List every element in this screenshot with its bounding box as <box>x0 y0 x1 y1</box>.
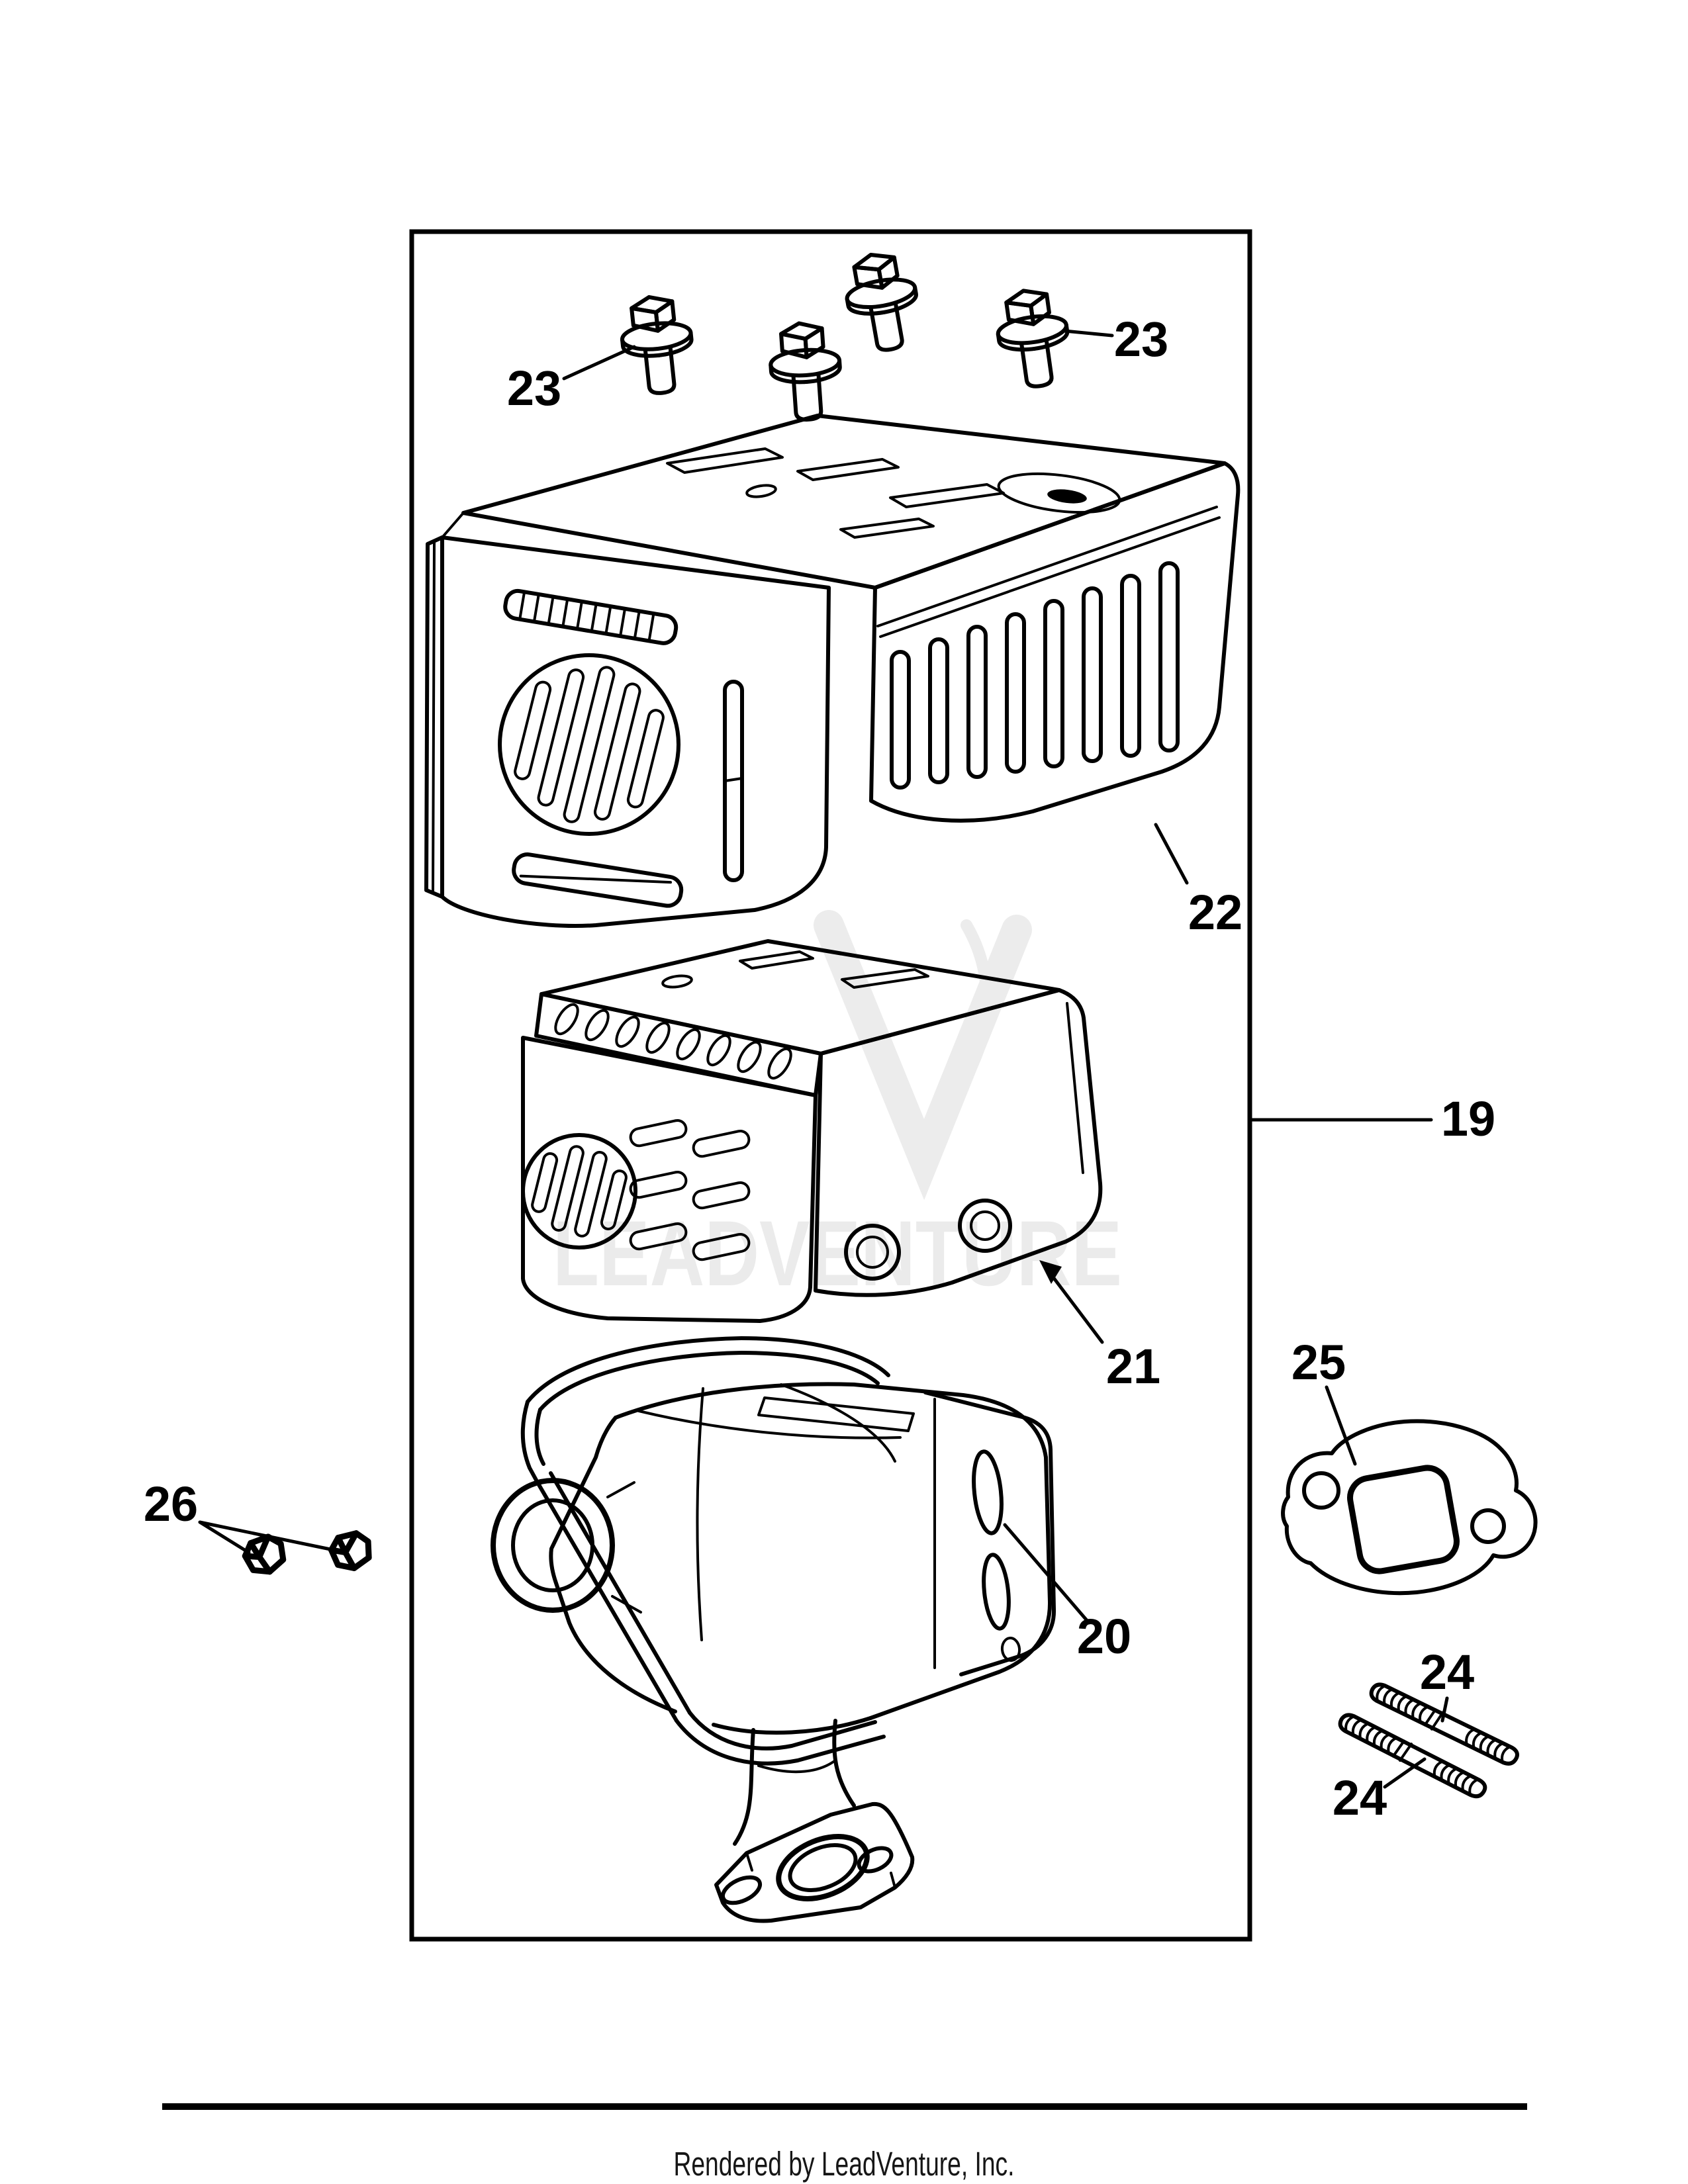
part-22-upper-heat-shield-drawing <box>424 414 1241 928</box>
leader-line-26 <box>198 1520 336 1555</box>
part-26-bolt-b-drawing <box>329 1531 373 1572</box>
footer-divider <box>162 2103 1527 2110</box>
leader-line-20 <box>1003 1523 1091 1625</box>
leader-line-25 <box>1325 1385 1357 1466</box>
screw-23-d-drawing <box>992 285 1074 390</box>
callout-23-right: 23 <box>1114 312 1168 367</box>
leader-line-23-right <box>1062 329 1114 338</box>
screw-23-a-drawing <box>618 293 697 396</box>
leader-line-24-upper <box>1440 1696 1449 1723</box>
leader-line-23-left <box>562 345 636 381</box>
callout-19: 19 <box>1441 1091 1495 1146</box>
footer-credit-text: Rendered by LeadVenture, Inc. <box>674 2145 1015 2183</box>
diagram-border <box>409 229 1252 1942</box>
callout-23-left: 23 <box>507 361 561 416</box>
callout-22: 22 <box>1188 885 1243 940</box>
screw-23-b-drawing <box>768 321 843 422</box>
leader-line-24-lower <box>1383 1757 1427 1789</box>
callout-24-lower: 24 <box>1333 1770 1387 1825</box>
watermark-text: LEADVENTURE <box>553 1201 1122 1305</box>
leadventure-watermark-logo-icon <box>814 910 1032 1201</box>
part-25-exhaust-gasket-drawing <box>1281 1419 1538 1596</box>
callout-20: 20 <box>1077 1609 1131 1664</box>
leader-line-22 <box>1154 823 1189 885</box>
callout-25: 25 <box>1291 1335 1346 1390</box>
callout-24-upper: 24 <box>1420 1645 1474 1700</box>
part-21-lower-heat-shield-drawing <box>521 939 1103 1323</box>
leader-line-21 <box>1039 1260 1104 1344</box>
callout-21: 21 <box>1106 1339 1160 1394</box>
part-20-muffler-drawing <box>491 1336 1056 1923</box>
callout-26: 26 <box>144 1477 198 1531</box>
screw-23-c-drawing <box>840 248 925 355</box>
